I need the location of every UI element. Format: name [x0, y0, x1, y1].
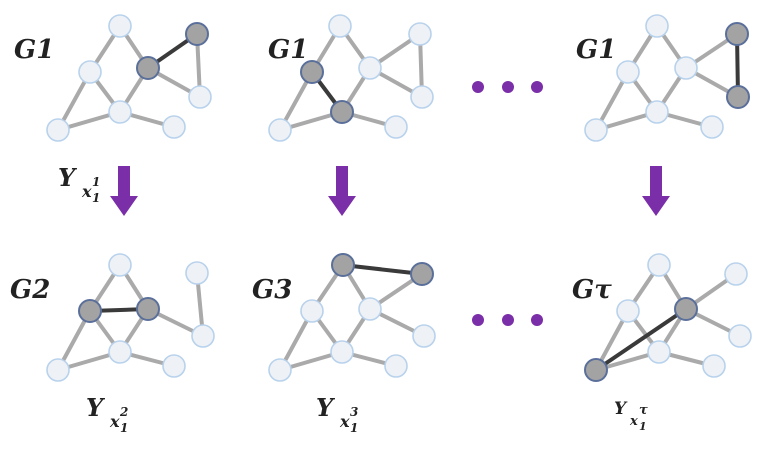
y-label-bottom-1: Y x 2 1: [86, 393, 128, 435]
highlighted-node: [136, 56, 160, 80]
ellipsis-bottom: [472, 314, 543, 326]
ellipsis-top: [472, 81, 543, 93]
svg-text:x: x: [81, 182, 92, 201]
svg-text:Y: Y: [614, 399, 628, 419]
highlighted-node: [300, 60, 324, 84]
graph-g1-third: [584, 14, 750, 142]
graph-label-top-2: G1: [268, 35, 308, 65]
y-label-bottom-3: Y x τ 1: [614, 399, 648, 433]
svg-text:τ: τ: [639, 403, 648, 418]
graph-label-bottom-2: G3: [252, 275, 292, 305]
svg-text:Y: Y: [58, 163, 78, 192]
graph-label-bottom-1: G2: [10, 275, 50, 305]
graph-label-top-3: G1: [576, 35, 616, 65]
svg-text:1: 1: [120, 421, 128, 435]
highlighted-node: [330, 100, 354, 124]
svg-text:x: x: [629, 414, 638, 429]
highlighted-node: [674, 297, 698, 321]
svg-text:x: x: [109, 412, 120, 431]
svg-text:2: 2: [119, 405, 128, 419]
y-label-bottom-2: Y x 3 1: [316, 393, 358, 435]
svg-text:1: 1: [92, 175, 100, 189]
highlighted-node: [725, 22, 749, 46]
graph-g3: [268, 253, 436, 382]
transition-label: Y x 1 1: [58, 163, 100, 205]
down-arrow-2: [328, 166, 356, 216]
graph-g1-first: [46, 14, 212, 142]
graph-label-bottom-3: Gτ: [572, 275, 612, 305]
highlighted-node: [185, 22, 209, 46]
svg-text:Y: Y: [316, 393, 336, 422]
svg-text:Y: Y: [86, 393, 106, 422]
svg-text:x: x: [339, 412, 350, 431]
graph-g2: [46, 253, 215, 382]
highlighted-node: [584, 358, 608, 382]
highlighted-node: [136, 297, 160, 321]
highlighted-node: [78, 299, 102, 323]
svg-text:1: 1: [639, 420, 647, 433]
svg-text:1: 1: [92, 191, 100, 205]
svg-text:3: 3: [350, 405, 358, 419]
highlighted-edge: [594, 307, 688, 372]
highlighted-node: [410, 262, 434, 286]
graph-g1-second: [268, 14, 434, 142]
down-arrow-1: [110, 166, 138, 216]
svg-text:1: 1: [350, 421, 358, 435]
graph-g-tau: [584, 253, 752, 382]
highlighted-edge: [341, 263, 424, 276]
down-arrow-3: [642, 166, 670, 216]
highlighted-node: [331, 253, 355, 277]
highlighted-node: [726, 85, 750, 109]
graph-label-top-1: G1: [14, 35, 54, 65]
